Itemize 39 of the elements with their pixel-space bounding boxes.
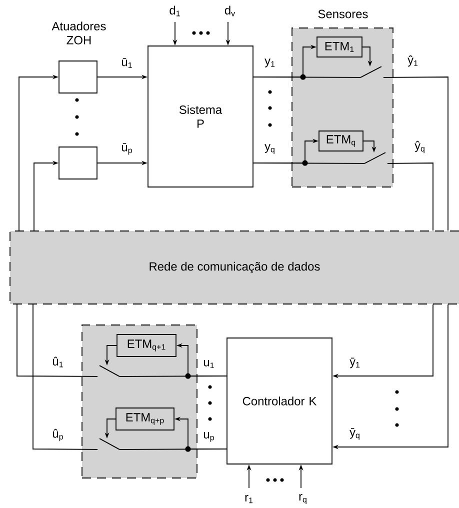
signal-line <box>16 304 98 377</box>
signal-line <box>253 76 361 78</box>
edge-label: r$_{q}$ <box>298 493 308 505</box>
system-box: Sistema P <box>148 46 254 188</box>
edge-label: ū$_{p}$ <box>120 142 134 156</box>
etm-box: ETM$_{1}$ <box>316 36 362 58</box>
group-label: Atuadores ZOH <box>52 22 106 44</box>
edge-label: y$_{1}$ <box>264 58 276 68</box>
edge-label: u$_{1}$ <box>202 358 216 370</box>
edge-label: d$_{v}$ <box>223 4 237 18</box>
node-label: Sensores <box>318 10 368 18</box>
signal-line <box>387 162 434 231</box>
signal-line <box>32 304 98 450</box>
edge-label: ŷ$_{q}$ <box>414 140 426 154</box>
zoh-box <box>58 146 98 180</box>
edge-label: û$_{p}$ <box>51 428 65 442</box>
zoh-box <box>58 60 98 94</box>
edge-label: ȳ$_{1}$ <box>348 356 362 370</box>
etm-box: ETM$_{q+1}$ <box>116 334 176 357</box>
network-band: Rede de comunicação de dados <box>10 230 459 304</box>
edge-label: d$_{1}$ <box>168 4 182 18</box>
edge-label: u$_{p}$ <box>202 431 216 443</box>
switch-symbol <box>99 438 120 450</box>
signal-line <box>383 76 448 231</box>
etm-box: ETM$_{q+p}$ <box>116 408 174 430</box>
etm-box: ETM$_{q}$ <box>318 130 364 152</box>
edge-label: r$_{1}$ <box>244 494 254 504</box>
edge-label: ū$_{1}$ <box>120 57 134 69</box>
switch-symbol <box>360 66 382 78</box>
switch-symbol <box>99 365 120 377</box>
edge-label: ŷ$_{1}$ <box>406 54 420 68</box>
edge-label: ȳ$_{q}$ <box>348 427 362 441</box>
switch-symbol <box>364 152 386 164</box>
controller-box: Controlador K <box>226 338 332 464</box>
edge-label: û$_{1}$ <box>51 356 65 368</box>
signal-line <box>119 376 227 377</box>
signal-line <box>253 162 365 164</box>
edge-label: y$_{q}$ <box>264 143 276 155</box>
signal-line <box>119 448 227 450</box>
